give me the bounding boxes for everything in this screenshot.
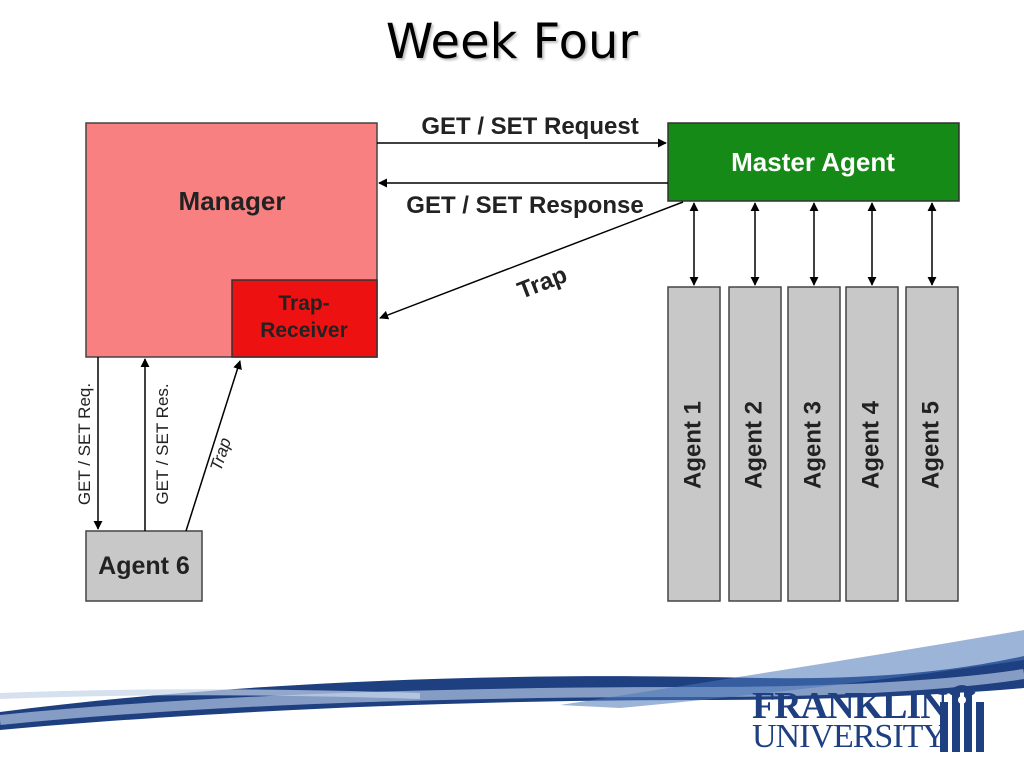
agent-4-box [845,286,899,602]
agent-5-label: Agent 5 [917,401,944,489]
logo-columns-icon [940,685,984,752]
slide-title: Week Four [385,14,639,70]
get-set-response-label: GET / SET Response [406,192,643,219]
agent6-box [85,530,203,602]
trap-receiver-box [231,279,378,358]
trap-master-label: Trap [514,261,571,304]
snmp-diagram: Manager Trap- Receiver Master Agent GET … [75,113,960,602]
trap-receiver-label-line1: Trap- [278,292,329,315]
trap-agent6-label: Trap [207,435,235,473]
agent-1-label: Agent 1 [679,401,706,489]
agent6-label: Agent 6 [98,552,190,580]
logo-line2: UNIVERSITY [752,718,947,755]
get-set-req-label: GET / SET Req. [75,383,94,505]
trap-receiver-label-line2: Receiver [260,319,348,342]
logo-line1: FRANKLIN [752,685,948,727]
trap-agent6-arrow [185,360,242,532]
get-set-res-label: GET / SET Res. [153,383,172,504]
trap-master-arrow [379,201,684,320]
manager-label: Manager [179,186,286,216]
master-agent-box [667,122,960,202]
agents-group: Agent 1 Agent 2 Agent 3 Agent 4 Agent 5 [667,202,959,602]
agent-3-label: Agent 3 [799,401,826,489]
agent-1-box [667,286,721,602]
agent-2-box [728,286,782,602]
agent-5-box [905,286,959,602]
get-set-request-label: GET / SET Request [421,113,638,140]
agent-2-label: Agent 2 [740,401,767,489]
footer-wave [0,630,1024,730]
agent-4-label: Agent 4 [857,400,884,489]
agent-3-box [787,286,841,602]
franklin-university-logo: FRANKLIN UNIVERSITY [752,684,992,756]
master-agent-label: Master Agent [731,147,895,177]
